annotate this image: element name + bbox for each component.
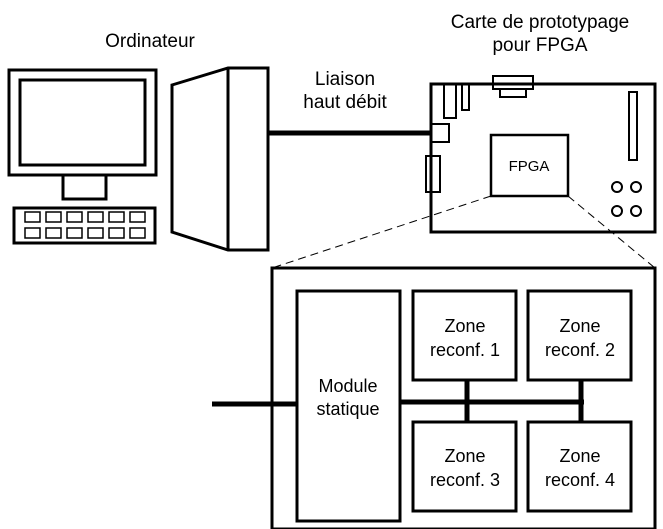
- board-connector: [430, 123, 450, 143]
- monitor-screen: [18, 78, 147, 167]
- reconf-zone-4-line1: Zone: [559, 446, 600, 466]
- reconf-zone-1-line1: Zone: [444, 316, 485, 336]
- board-connector: [425, 155, 441, 193]
- reconf-zone-3-line2: reconf. 3: [430, 470, 500, 490]
- board-connector: [499, 88, 527, 98]
- reconf-zone-2-line1: Zone: [559, 316, 600, 336]
- reconf-zone-4-line2: reconf. 4: [545, 470, 615, 490]
- tower-case: [170, 66, 270, 252]
- keyboard-keys: [24, 211, 146, 239]
- link-label-line1: Liaison: [315, 69, 375, 90]
- static-module-box: [295, 289, 402, 523]
- keyboard: [12, 206, 157, 245]
- board-jack: [611, 181, 623, 193]
- board-connector: [461, 83, 470, 111]
- reconf-zone-1-line2: reconf. 1: [430, 340, 500, 360]
- board-connector: [443, 83, 457, 119]
- reconf-zone-4-box: [526, 420, 633, 513]
- static-module-label-line2: statique: [316, 399, 379, 419]
- fpga-chip: [489, 133, 570, 198]
- board-jack: [630, 205, 642, 217]
- reconf-zone-3-line1: Zone: [444, 446, 485, 466]
- static-module-label-line1: Module: [318, 376, 377, 396]
- board-jack: [630, 181, 642, 193]
- board-jack: [611, 205, 623, 217]
- reconf-zone-2-box: [526, 289, 633, 382]
- monitor-frame: [7, 68, 158, 177]
- fpga-chip-label: FPGA: [509, 158, 550, 175]
- zoom-line-right: [567, 195, 656, 269]
- board-header: [628, 91, 638, 161]
- computer-icon: [7, 66, 270, 252]
- reconf-zone-3-box: [411, 420, 518, 513]
- link-label-line2: haut débit: [303, 92, 387, 113]
- computer-label: Ordinateur: [105, 31, 195, 52]
- board-label-line1: Carte de prototypage: [451, 12, 630, 33]
- board-outline: [429, 82, 657, 234]
- reconf-zone-1-box: [411, 289, 518, 382]
- fpga-detail-outline: [270, 266, 657, 529]
- board-label-line2: pour FPGA: [492, 35, 587, 56]
- fpga-board-icon: [425, 75, 657, 234]
- reconf-zone-2-line2: reconf. 2: [545, 340, 615, 360]
- monitor-stand: [61, 173, 108, 201]
